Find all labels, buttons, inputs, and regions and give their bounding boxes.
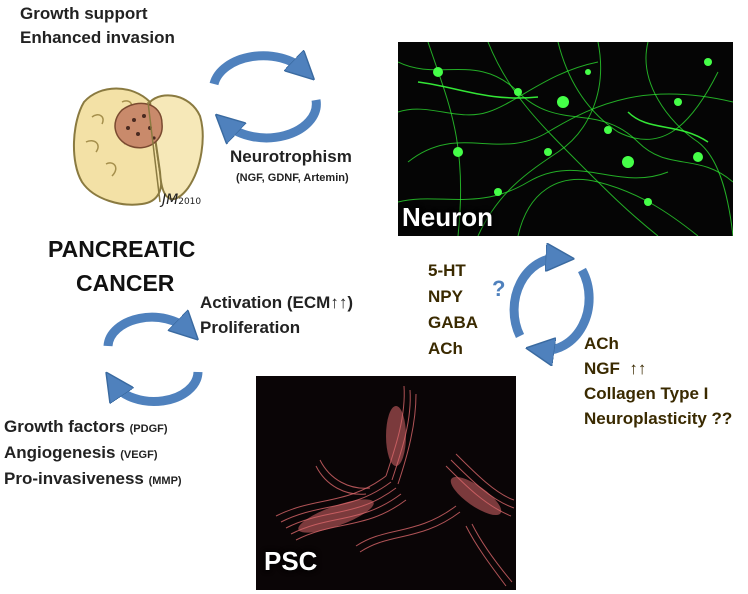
- pancreas-drawing: [73, 87, 204, 206]
- signature-mark: JM: [162, 192, 179, 208]
- growth-factors-note: (PDGF): [129, 423, 168, 435]
- cycle-arrows-top: [209, 56, 321, 138]
- psc-fibers: [275, 385, 515, 587]
- neurotrophism-detail: (NGF, GDNF, Artemin): [236, 172, 349, 184]
- pro-invasiveness-note: (MMP): [148, 475, 182, 487]
- question-mark: ?: [492, 276, 506, 301]
- mediator-5ht: 5-HT: [428, 261, 466, 280]
- neuron-network: [398, 42, 733, 236]
- mediator-ach: ACh: [428, 339, 463, 358]
- right-mediator-collagen: Collagen Type I: [584, 384, 709, 403]
- signature-year: 2010: [178, 197, 202, 207]
- right-mediator-ach: ACh: [584, 334, 619, 353]
- cycle-arrows-right: [509, 258, 594, 350]
- right-mediator-neuroplasticity: Neuroplasticity ??: [584, 409, 733, 428]
- illustrator-signature: JM2010: [162, 192, 201, 208]
- neuron-image: Neuron: [398, 42, 733, 236]
- pancreas-illustration: [62, 72, 212, 222]
- psc-image: PSC: [256, 376, 516, 590]
- right-mediator-ngf: NGF ↑↑: [584, 359, 647, 378]
- cycle-arrow-top-lower: [226, 99, 321, 138]
- growth-factors-row: Growth factors (PDGF): [4, 417, 168, 437]
- mediator-gaba: GABA: [428, 313, 479, 332]
- growth-factors-label: Growth factors: [4, 417, 125, 436]
- cycle-arrows-left: [103, 317, 203, 406]
- cycle-arrow-right-lower: [540, 267, 594, 350]
- activation-label: Activation (ECM↑↑): [200, 293, 353, 312]
- top-left-label-1: Growth support: [20, 4, 148, 23]
- cycle-arrow-left-upper: [103, 317, 188, 347]
- pro-invasiveness-label: Pro-invasiveness: [4, 469, 144, 488]
- cycle-arrow-right-upper: [509, 258, 560, 338]
- angiogenesis-label: Angiogenesis: [4, 443, 116, 462]
- neurotrophism-title: Neurotrophism: [230, 147, 352, 166]
- top-left-label-2: Enhanced invasion: [20, 28, 175, 47]
- cycle-arrow-left-lower: [114, 372, 203, 406]
- cycle-arrow-top-upper: [209, 56, 304, 86]
- angiogenesis-note: (VEGF): [120, 449, 158, 461]
- neuron-label: Neuron: [402, 202, 493, 232]
- mediator-npy: NPY: [428, 287, 463, 306]
- pancreatic-cancer-title-line1: PANCREATIC: [48, 236, 196, 262]
- pancreatic-cancer-title-line2: CANCER: [76, 270, 175, 296]
- psc-label: PSC: [264, 546, 318, 576]
- pro-invasiveness-row: Pro-invasiveness (MMP): [4, 469, 182, 489]
- proliferation-label: Proliferation: [200, 318, 301, 337]
- angiogenesis-row: Angiogenesis (VEGF): [4, 443, 157, 463]
